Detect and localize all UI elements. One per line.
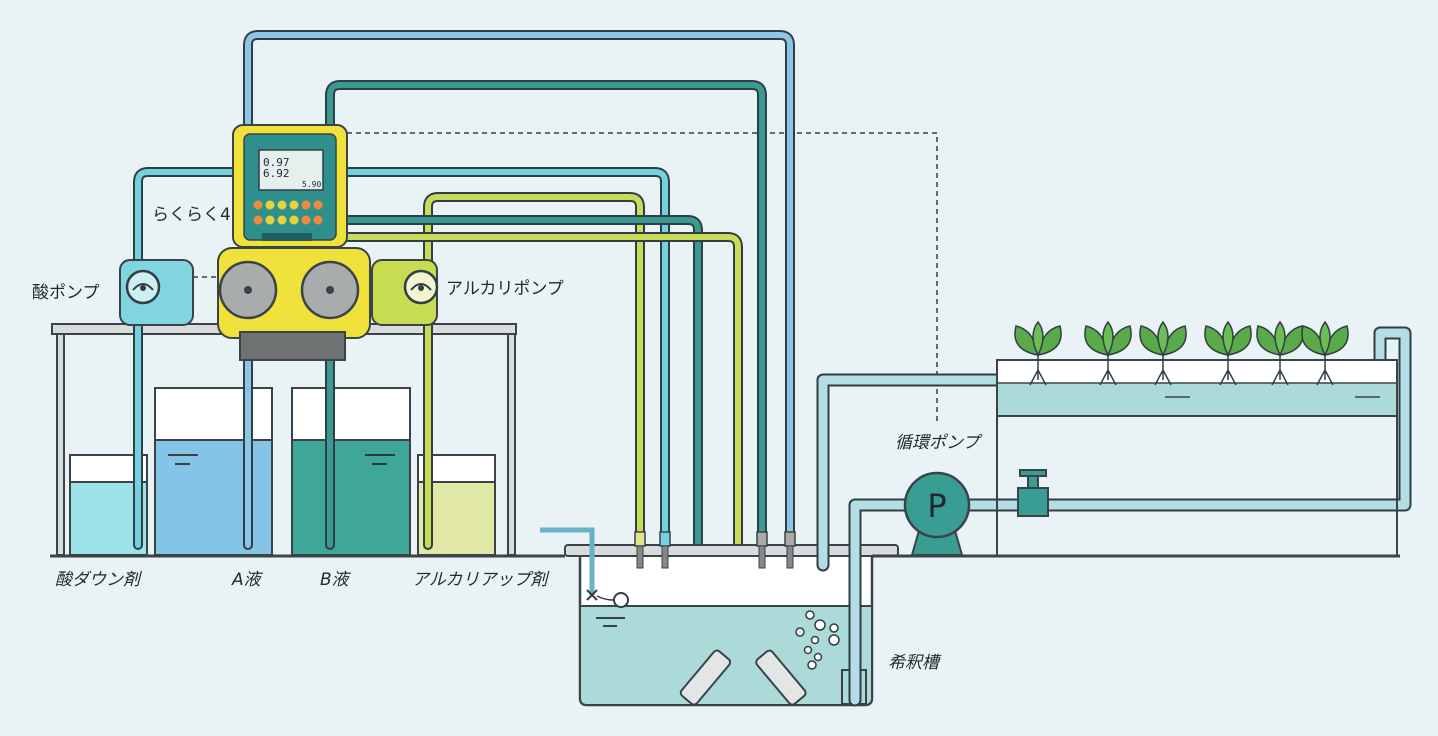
label-controller: らくらく4 bbox=[152, 205, 231, 225]
solution-b-tank bbox=[291, 387, 411, 556]
rakuraku4-controller: 0.97 6.92 5.90 bbox=[217, 124, 371, 361]
bubbles bbox=[795, 610, 840, 670]
display-reading-1: 0.97 bbox=[263, 156, 290, 169]
label-alkali-up: アルカリアップ剤 bbox=[412, 570, 550, 590]
label-alkali-pump: アルカリポンプ bbox=[446, 279, 564, 299]
label-acid-down: 酸ダウン剤 bbox=[55, 570, 143, 590]
dilution-tank bbox=[540, 527, 1400, 707]
plant bbox=[1139, 320, 1187, 386]
label-acid-pump: 酸ポンプ bbox=[32, 283, 100, 303]
solution-a-tank bbox=[154, 387, 273, 556]
acid-pump bbox=[119, 259, 194, 326]
circulation-pump: P bbox=[903, 471, 971, 556]
plant bbox=[1301, 320, 1349, 386]
plants bbox=[1014, 320, 1349, 386]
display-reading-2: 6.92 bbox=[263, 167, 290, 180]
pump-symbol: P bbox=[927, 487, 946, 525]
plant bbox=[1256, 320, 1304, 386]
label-circulation-pump: 循環ポンプ bbox=[895, 433, 983, 453]
tubes bbox=[133, 30, 795, 655]
display-reading-3: 5.90 bbox=[302, 180, 321, 189]
controller-buttons bbox=[253, 200, 323, 225]
label-solution-a: A液 bbox=[231, 570, 264, 590]
plant bbox=[1204, 320, 1252, 386]
tube-connectors bbox=[634, 531, 796, 569]
hydroponic-system bbox=[816, 320, 1412, 707]
alkali-pump bbox=[371, 259, 439, 326]
label-solution-b: B液 bbox=[320, 570, 352, 590]
plant bbox=[1014, 320, 1062, 386]
plant bbox=[1084, 320, 1132, 386]
label-dilution-tank: 希釈槽 bbox=[888, 653, 942, 673]
sensor-probes bbox=[679, 649, 807, 706]
